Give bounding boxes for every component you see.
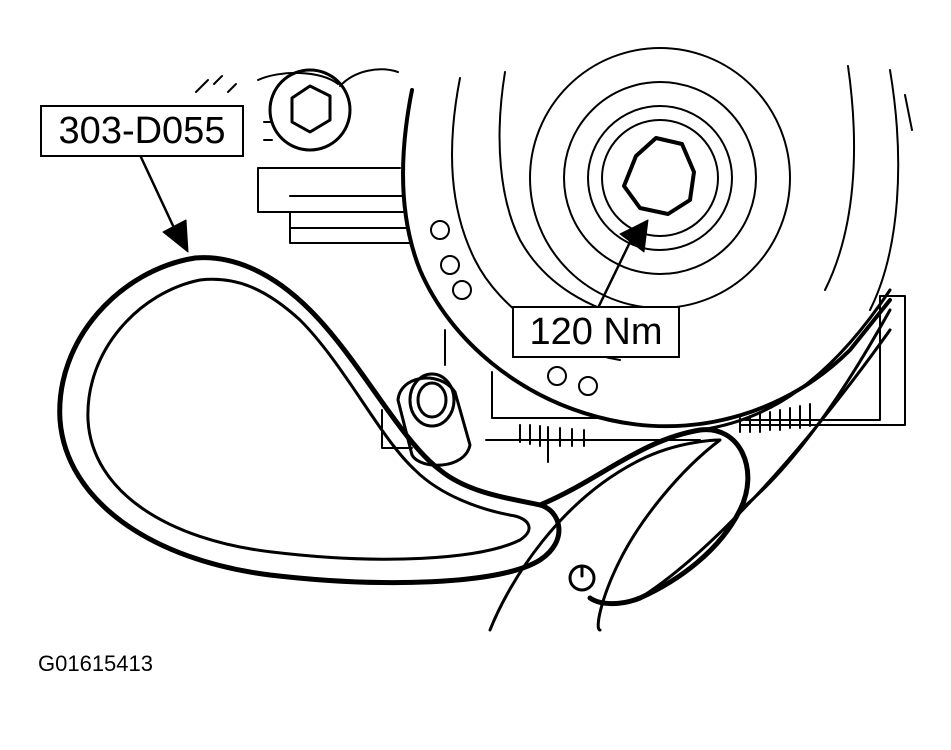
torque-spec-label: 120 Nm <box>529 311 663 353</box>
engine-block-outline <box>195 68 913 449</box>
torque-spec-callout: 120 Nm <box>512 306 680 358</box>
upper-bolt <box>268 68 352 152</box>
pulley-ribs <box>519 403 811 463</box>
pulley-bolt-hex <box>622 136 696 216</box>
torque-leader-arrow <box>596 219 649 310</box>
tool-number-label: 303-D055 <box>58 110 226 152</box>
holding-tool-handle <box>488 438 722 632</box>
crankshaft-pulley <box>400 47 900 429</box>
tensioner-pivot <box>396 372 472 467</box>
tool-leader-arrow <box>138 153 189 253</box>
tool-number-callout: 303-D055 <box>40 105 244 157</box>
holding-tool-strap <box>57 255 892 607</box>
figure-id-label: G01615413 <box>38 651 153 676</box>
